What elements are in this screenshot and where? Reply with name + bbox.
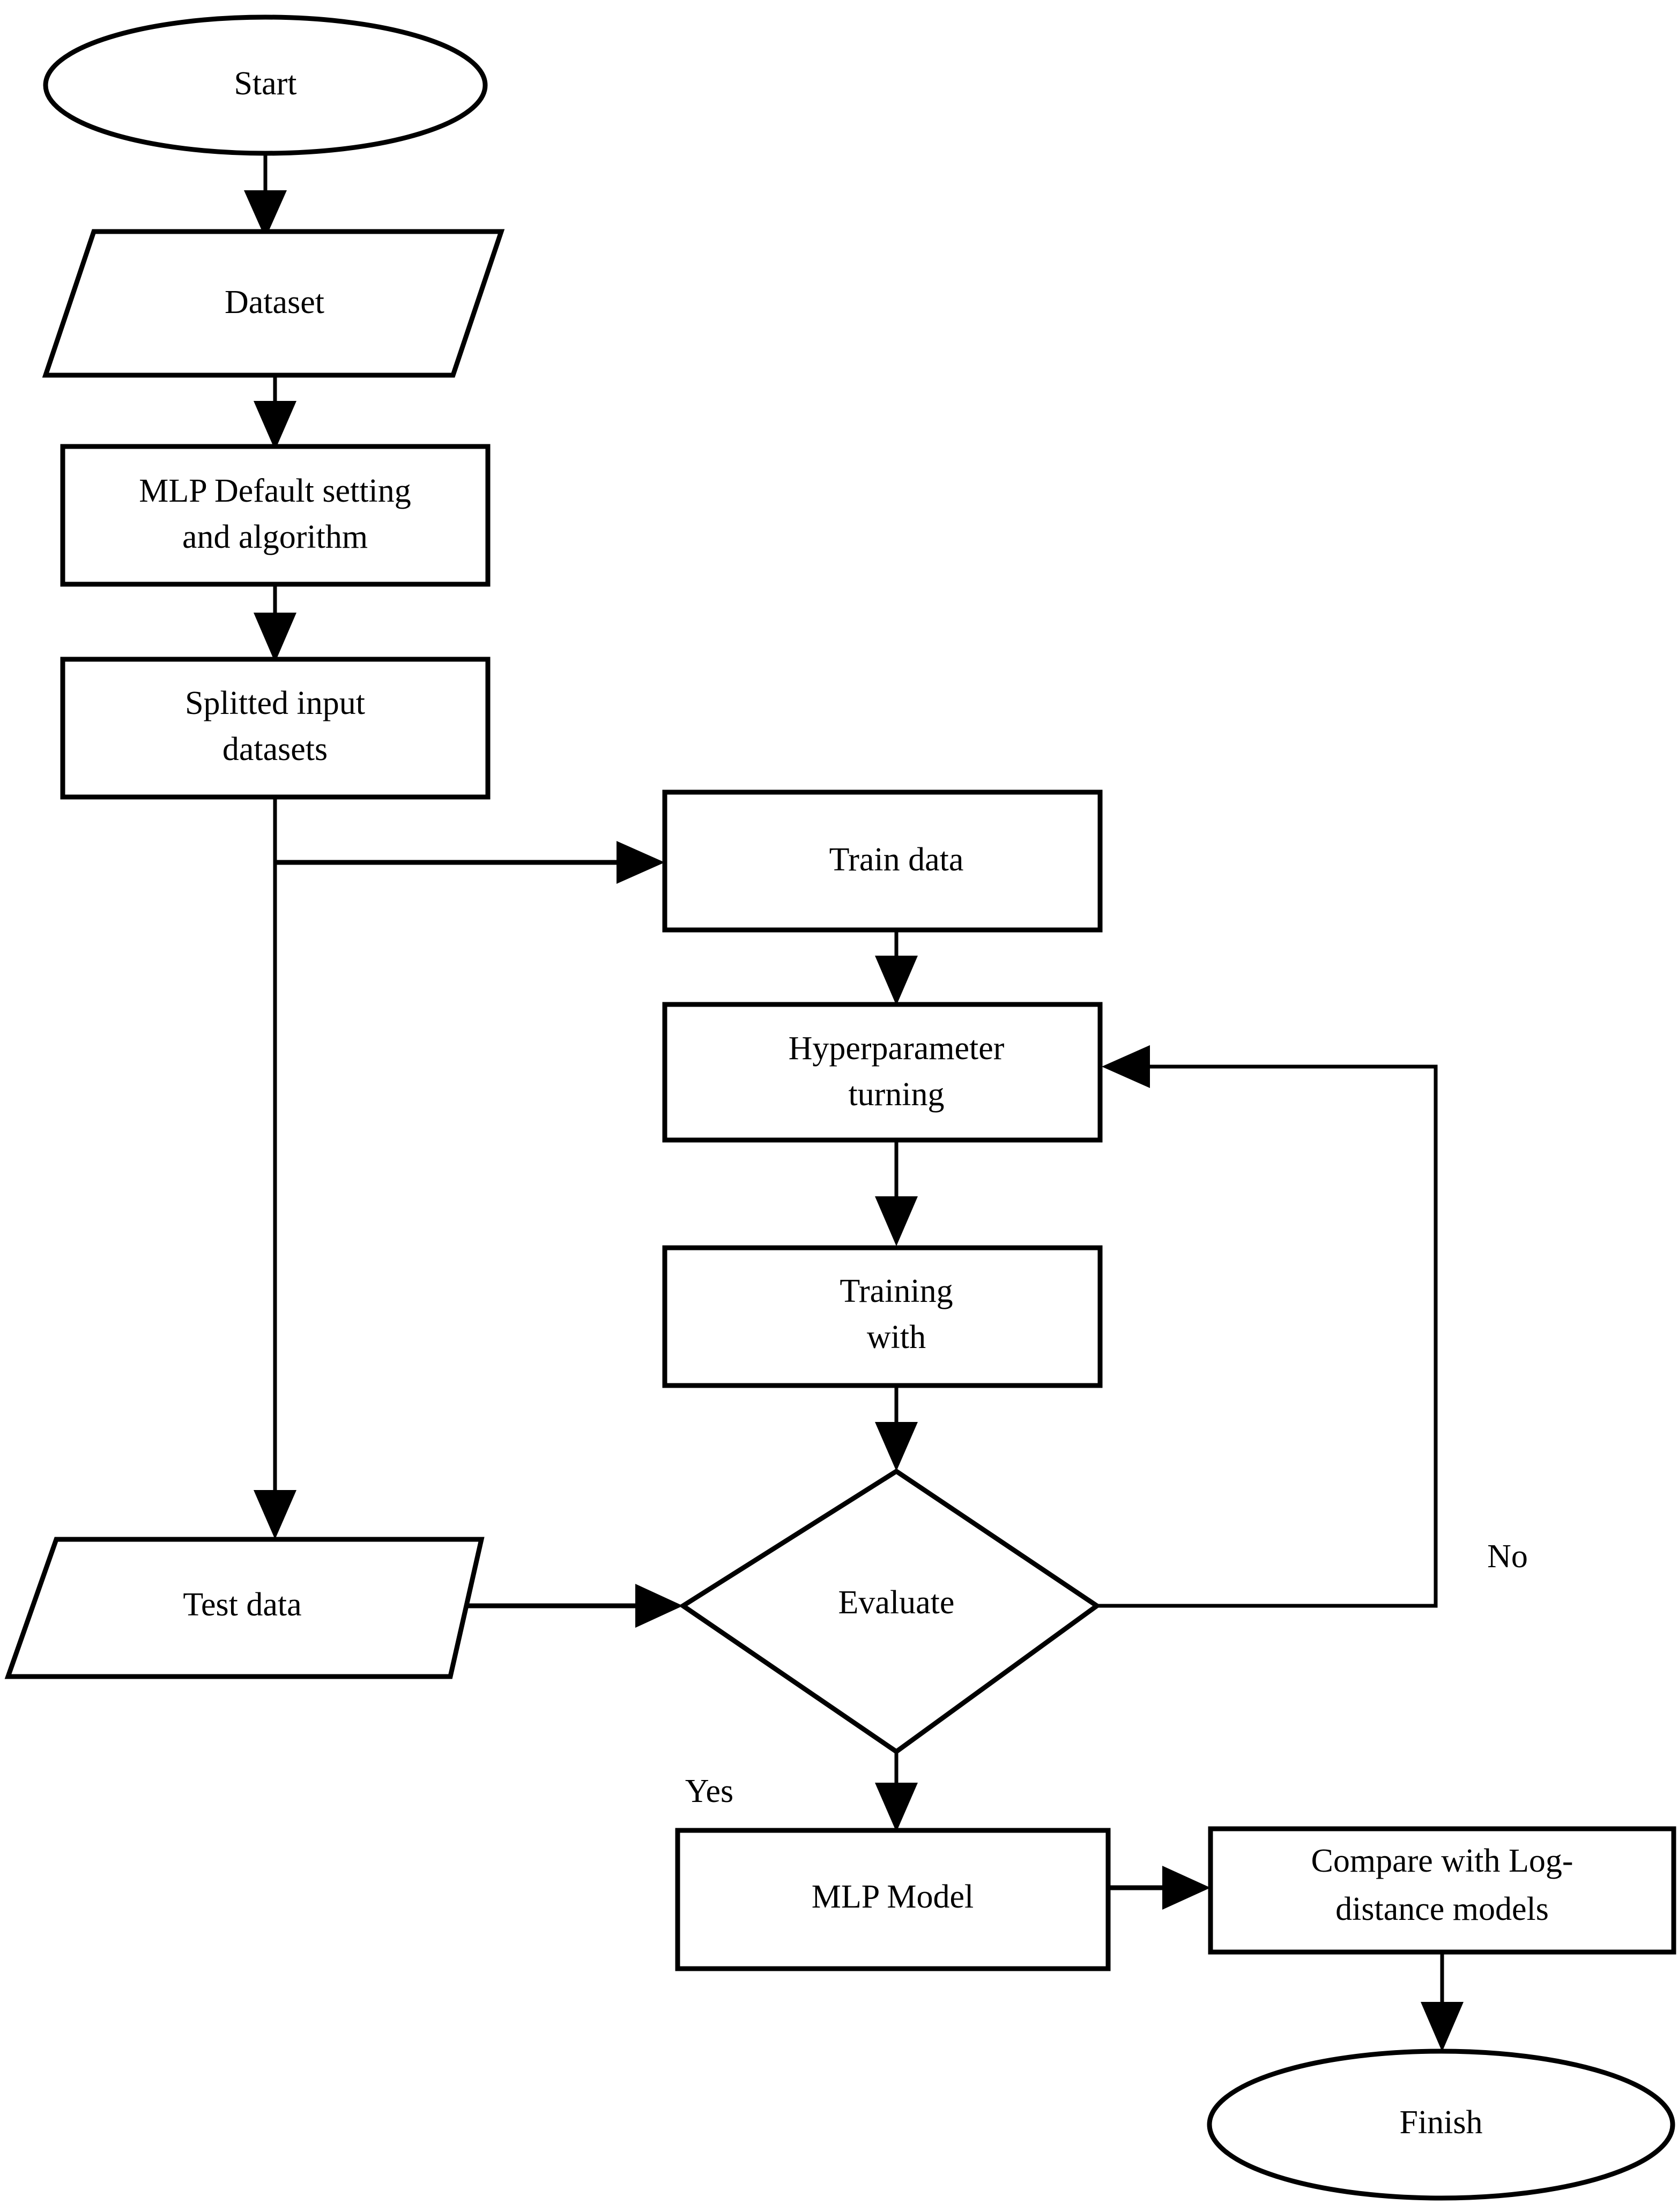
node-mlp-default-setting[interactable] xyxy=(60,444,491,587)
node-dataset[interactable] xyxy=(42,229,505,378)
node-splitted-label-line1: Splitted input xyxy=(185,685,365,721)
node-evaluate[interactable] xyxy=(678,1468,1101,1755)
node-hyper-label-line1: Hyperparameter xyxy=(789,1030,1005,1067)
node-hyperparameter-turning[interactable] xyxy=(662,1002,1103,1143)
edge-evaluate-yes-to-mlp-model xyxy=(875,1752,918,1832)
node-hyper-label-line2: turning xyxy=(848,1076,944,1113)
node-finish-label: Finish xyxy=(1399,2104,1482,2141)
node-splitted-label-line2: datasets xyxy=(222,731,328,768)
edge-compare-to-finish xyxy=(1421,1951,1464,2052)
edge-test-data-to-evaluate xyxy=(450,1584,683,1628)
node-train-data[interactable] xyxy=(662,790,1103,933)
node-test-data[interactable] xyxy=(4,1537,485,1679)
edge-label-no: No xyxy=(1487,1538,1528,1575)
node-start[interactable] xyxy=(43,14,488,156)
node-start-label: Start xyxy=(234,65,296,102)
node-train-data-label: Train data xyxy=(829,841,964,878)
node-finish[interactable] xyxy=(1207,2049,1675,2201)
edge-splitted-to-test-data xyxy=(254,1490,296,1539)
node-compare-label-line2: distance models xyxy=(1335,1891,1549,1927)
edge-splitted-to-train-data xyxy=(275,841,665,884)
node-training-label-line2: with xyxy=(867,1319,926,1355)
edge-mlp-default-to-splitted xyxy=(254,584,296,662)
edge-training-to-evaluate xyxy=(875,1386,918,1471)
node-mlp-model[interactable] xyxy=(675,1828,1111,1971)
node-training-with[interactable] xyxy=(662,1245,1103,1388)
edge-train-data-to-hyper xyxy=(875,930,918,1006)
node-splitted-input-datasets[interactable] xyxy=(60,657,491,800)
node-dataset-label: Dataset xyxy=(225,284,324,321)
node-compare-label-line1: Compare with Log- xyxy=(1311,1843,1573,1879)
node-compare-log-distance[interactable] xyxy=(1208,1826,1676,1955)
node-mlp-default-label-line2: and algorithm xyxy=(182,519,368,555)
edge-start-to-dataset xyxy=(244,153,287,239)
edge-hyper-to-training xyxy=(875,1140,918,1246)
node-evaluate-label: Evaluate xyxy=(838,1584,955,1621)
node-test-data-label: Test data xyxy=(183,1587,301,1623)
edge-dataset-to-mlp-default xyxy=(254,375,296,450)
edge-mlp-model-to-compare xyxy=(1108,1866,1211,1910)
edge-label-yes: Yes xyxy=(685,1773,733,1809)
edge-evaluate-no-loop xyxy=(1097,1045,1438,1608)
node-mlp-default-label-line1: MLP Default setting xyxy=(139,473,411,509)
node-mlp-model-label: MLP Model xyxy=(812,1879,974,1915)
node-training-label-line1: Training xyxy=(840,1273,953,1309)
